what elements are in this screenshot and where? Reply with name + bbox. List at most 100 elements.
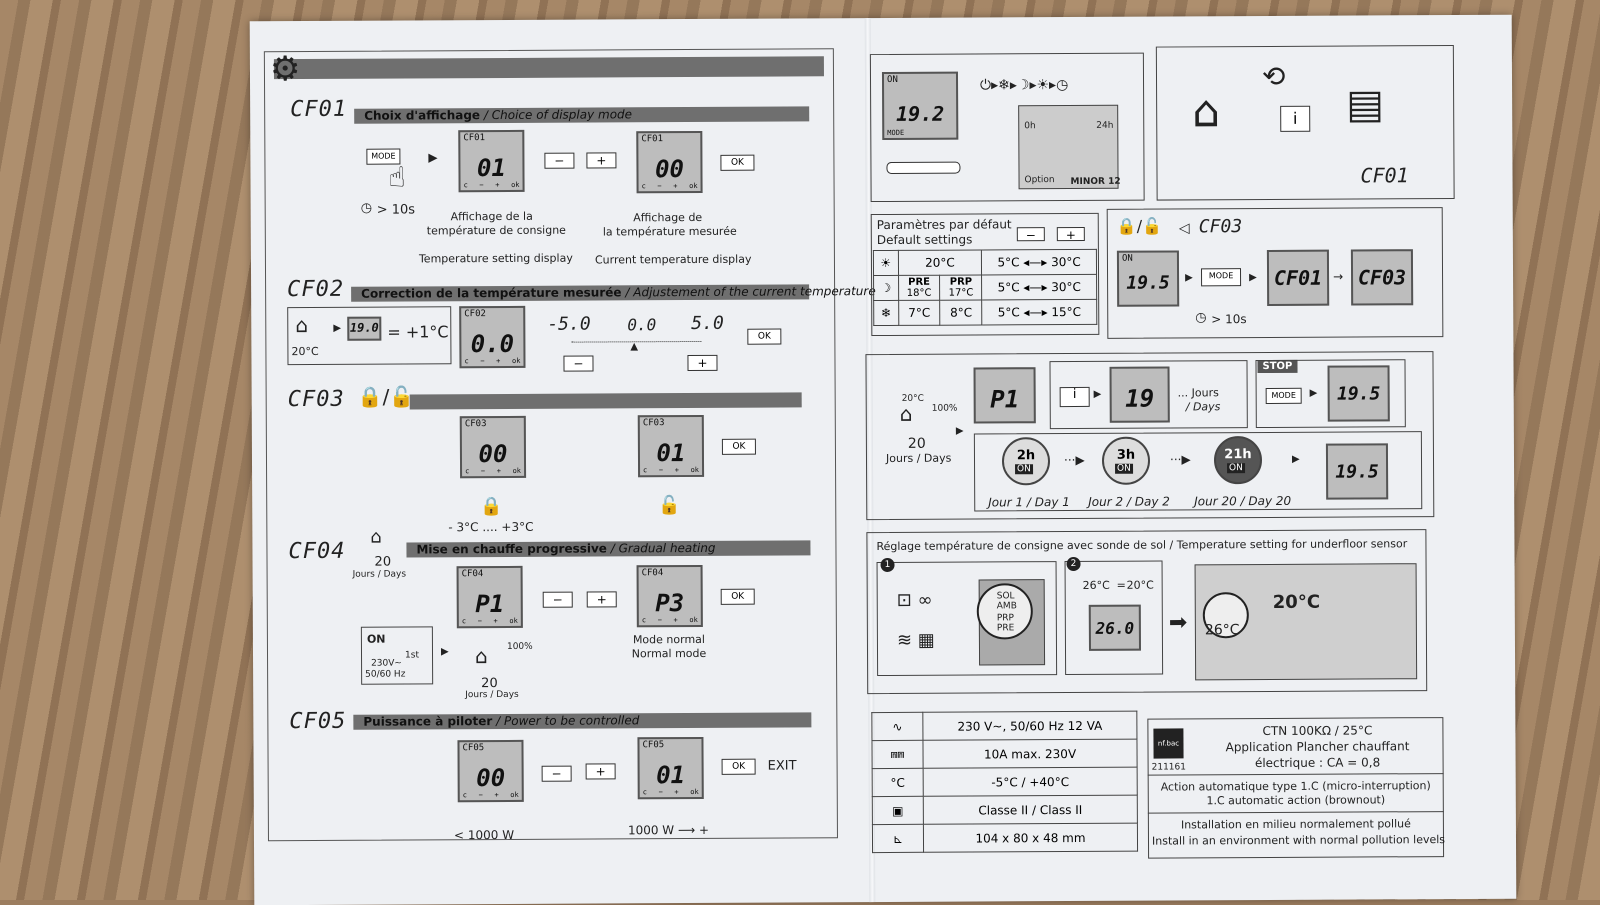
sensor-eq: = (1116, 578, 1126, 592)
dimensions-icon: ⊾ (872, 824, 924, 853)
cf02-minus-button[interactable]: − (563, 355, 594, 372)
lock-lcd-cf01: CF01 (1266, 249, 1330, 306)
cf05-low: < 1000 W (453, 827, 515, 843)
spec-text: Classe II / Class II (923, 795, 1138, 825)
gradual-days-en: / Days (1185, 400, 1221, 414)
cf02-code: CF02 (287, 276, 345, 303)
cf01-label-a-fr2: température de consigne (426, 223, 566, 238)
pointer-up-icon: ▲ (630, 341, 639, 353)
defaults-plus-button[interactable]: + (1056, 226, 1085, 242)
spec-text: 230 V~, 50/60 Hz 12 VA (922, 711, 1137, 741)
top-button-strip[interactable] (886, 161, 961, 174)
info-button[interactable]: i (1280, 105, 1311, 132)
cf04-plus-button[interactable]: + (586, 591, 617, 608)
cf02-scale-min: -5.0 (547, 313, 591, 335)
sensor-t20: 20°C (1126, 578, 1154, 592)
sensor-lcd: 26.0 (1088, 604, 1142, 651)
prp-label: PRP (996, 613, 1014, 624)
install-1: Installation en milieu normalement pollu… (1180, 817, 1411, 832)
house-ramp-icon: ⌂ (899, 401, 913, 426)
frost-range: 5°C ◂—▸ 15°C (981, 299, 1097, 325)
arrow-right-icon: ▶ (1093, 388, 1102, 400)
gradual-info-button[interactable]: i (1059, 386, 1090, 408)
cf04-mode-en: Normal mode (631, 646, 707, 661)
gradual-lcd-count: 19 (1109, 366, 1170, 423)
cf05-bar: Puissance à piloter / Power to be contro… (353, 712, 812, 730)
dotted-arrow-icon: ···▶ (1063, 452, 1085, 468)
defaults-minus-button[interactable]: − (1016, 227, 1045, 242)
cf02-scale-max: 5.0 (691, 312, 724, 335)
snowflake-icon: ❄ (873, 300, 899, 326)
house-ramp-icon: ⌂ (474, 644, 488, 669)
lock-unlock-icon: 🔒/🔓 (1116, 216, 1163, 236)
cf01-label-b-fr2: la température mesurée (602, 224, 737, 239)
cf04-code: CF04 (288, 538, 346, 565)
sensor-title: Réglage température de consigne avec son… (876, 537, 1408, 554)
house-thermometer-icon: ⌂ (1192, 86, 1221, 138)
cf03-ok-button[interactable]: OK (721, 438, 756, 455)
cf04-pct: 100% (506, 641, 533, 652)
cf02-ok-button[interactable]: OK (747, 328, 782, 345)
instruction-sheet: ⚙ CF01 Choix d'affichage / Choice of dis… (249, 14, 1517, 905)
spec-row: ⊾104 x 80 x 48 mm (872, 823, 1138, 853)
step2-badge: 2 (1066, 556, 1081, 572)
wave-icon: ∿ (871, 712, 923, 741)
cf02-example-lcd: 19.0 (347, 316, 382, 341)
specs-table: ∿230 V~, 50/60 Hz 12 VA ⩎⩎10A max. 230V … (871, 711, 1138, 853)
eco-range: 5°C ◂—▸ 30°C (981, 274, 1097, 300)
floor-heating-icon: ≋ ▦ (896, 629, 935, 651)
arrow-right-icon: ▶ (1309, 387, 1318, 399)
cf01-plus-button[interactable]: + (586, 152, 617, 169)
lock-icon: 🔒 (480, 495, 503, 518)
cf05-minus-button[interactable]: − (541, 765, 572, 782)
lock-hold: > 10s (1211, 312, 1247, 327)
cert-logo: nf.bac (1153, 728, 1184, 759)
day1-label: Jour 1 / Day 1 (988, 495, 1070, 510)
cf01-bar: Choix d'affichage / Choice of display mo… (354, 106, 810, 124)
gradual-mode-button[interactable]: MODE (1265, 387, 1302, 404)
gradual-days: 20 (907, 435, 926, 452)
lock-mode-button[interactable]: MODE (1201, 268, 1242, 287)
action-1: Action automatique type 1.C (micro-inter… (1160, 779, 1431, 794)
spec-text: 104 x 80 x 48 mm (923, 823, 1138, 853)
hand-press-icon: ☝ (388, 160, 406, 194)
frost-a: 7°C (898, 300, 941, 326)
top-minor: MINOR 12 (1070, 176, 1121, 188)
cf04-on: ON (366, 632, 386, 646)
cert-number: 211161 (1151, 762, 1186, 773)
cf01-ok-button[interactable]: OK (720, 154, 755, 171)
cf01-minus-button[interactable]: − (544, 152, 575, 169)
sound-icon: ◁ (1178, 220, 1190, 237)
cf02-room-temp: 20°C (291, 344, 319, 359)
step1-badge: 1 (880, 557, 895, 573)
cf04-days-label: Jours / Days (352, 569, 407, 580)
big-arrow-right-icon: ➡ (1168, 610, 1188, 636)
house-ramp-icon: ⌂ (370, 526, 382, 548)
amb-label: AMB (996, 601, 1017, 612)
clock-icon: ◷ (1195, 310, 1207, 326)
cf04-ok-button[interactable]: OK (720, 588, 755, 605)
cf05-ok-button[interactable]: OK (721, 758, 756, 775)
cf04-freq: 50/60 Hz (365, 669, 406, 680)
mode-cycle-icons: ⏻▸❄▸☽▸☀▸◷ (979, 77, 1069, 94)
cf02-bar: Correction de la température mesurée / A… (351, 284, 876, 302)
cf02-plus-button[interactable]: + (687, 354, 718, 372)
cf04-mode-fr: Mode normal (632, 632, 705, 647)
gradual-jours: ... Jours (1177, 386, 1219, 400)
top-option: Option (1024, 175, 1055, 186)
sol-label: SOL (996, 591, 1015, 602)
cf01-label-a-fr1: Affichage de la (450, 209, 533, 224)
cf03-range: - 3°C .... +3°C (448, 519, 534, 535)
cf04-minus-button[interactable]: − (542, 591, 573, 608)
clock-icon: ◷ (360, 200, 373, 216)
cf01-label-b-en: Current temperature display (594, 252, 752, 267)
cf05-plus-button[interactable]: + (585, 763, 616, 780)
